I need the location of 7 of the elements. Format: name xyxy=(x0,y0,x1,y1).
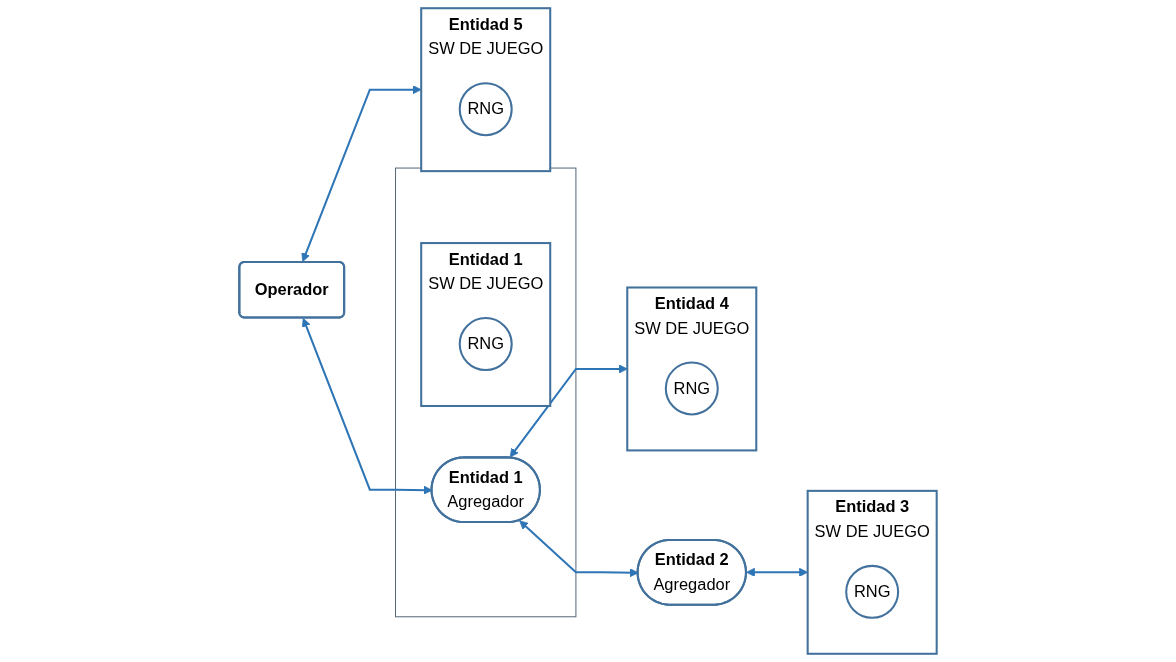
arrow xyxy=(509,364,628,458)
arrow xyxy=(301,85,422,262)
node-circle: RNG xyxy=(845,564,900,619)
node-circle: RNG xyxy=(458,82,513,137)
cluster xyxy=(395,167,577,618)
node-circle: RNG xyxy=(664,361,719,416)
node-circle: RNG xyxy=(458,317,513,372)
